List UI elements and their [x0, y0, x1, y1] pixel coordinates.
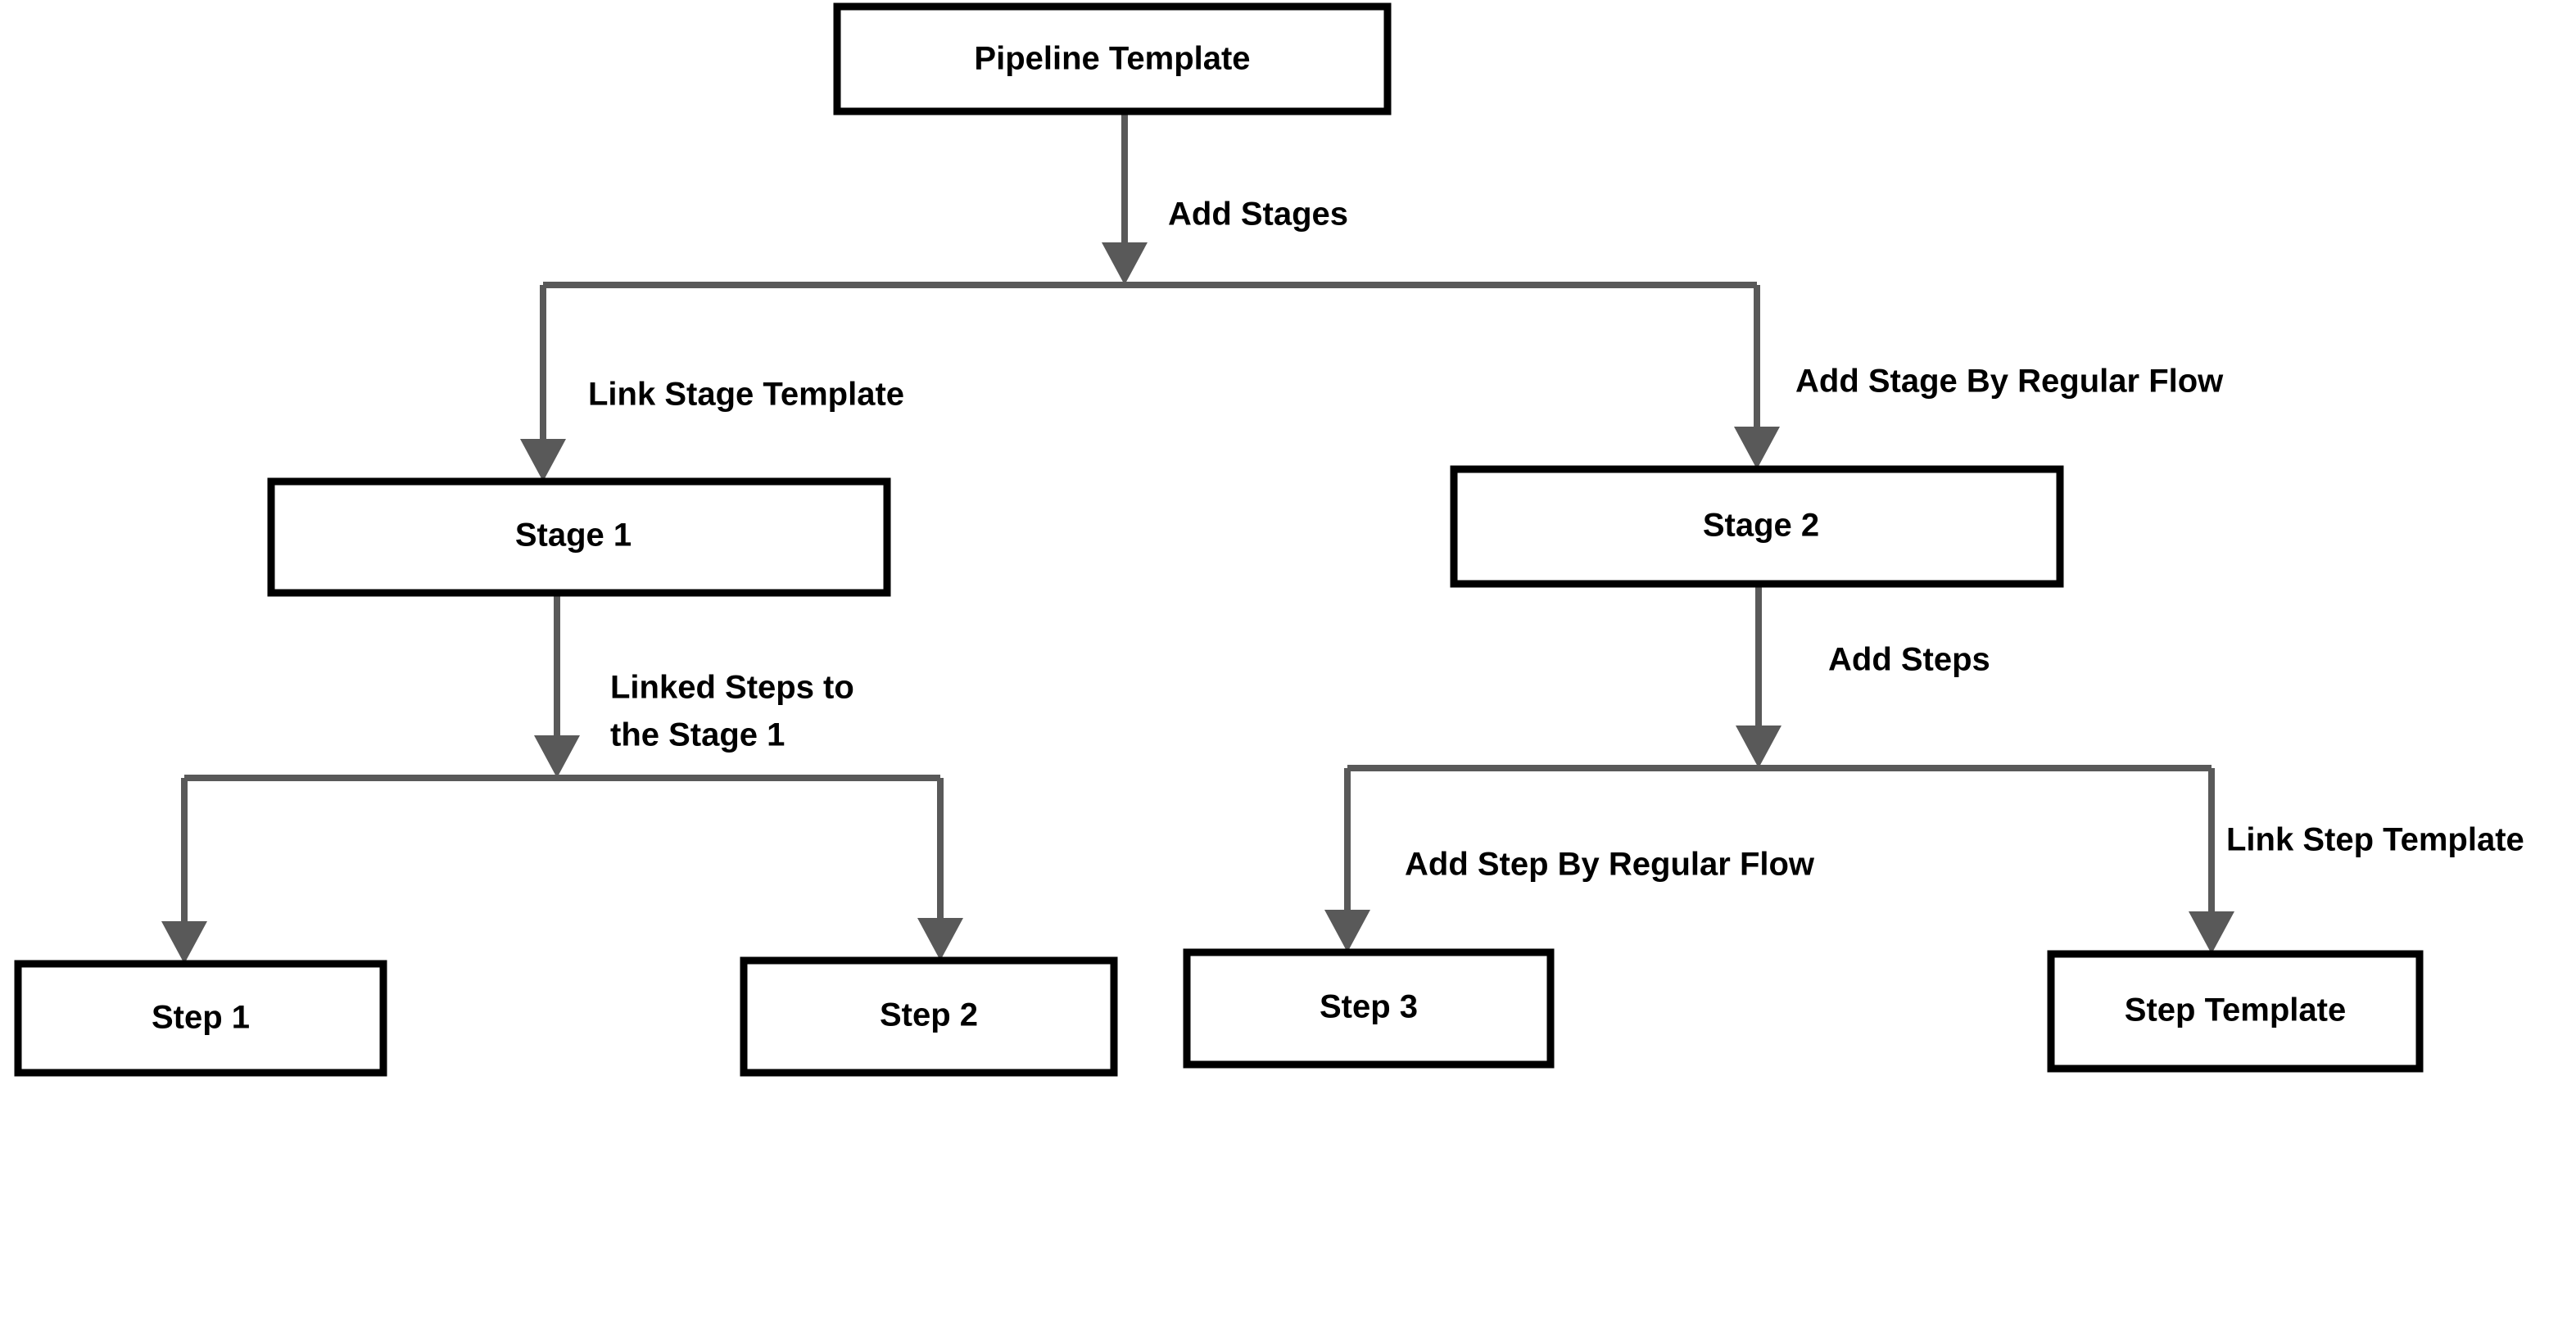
edge-linked-steps-to-stage-1	[534, 594, 580, 778]
edge-add-stage-by-regular-flow-arrowhead	[1734, 427, 1780, 469]
edge-step-1	[161, 778, 207, 964]
edge-label-link-stage-template: Link Stage Template	[588, 377, 904, 413]
node-step-2-label: Step 2	[880, 997, 978, 1033]
node-stage-2-box[interactable]	[1450, 465, 2064, 588]
edge-label-link-step-template: Link Step Template	[2226, 822, 2524, 858]
edge-link-stage-template-arrowhead	[520, 439, 566, 481]
edge-step-2	[917, 778, 963, 961]
node-stage-1[interactable]: Stage 1	[267, 477, 891, 597]
edge-label-add-stage-by-regular-flow: Add Stage By Regular Flow	[1795, 364, 2224, 400]
node-pipeline-template-label: Pipeline Template	[974, 41, 1250, 77]
edge-label-linked-steps-line-1: Linked Steps to	[610, 670, 854, 706]
node-stage-2-label: Stage 2	[1703, 508, 1819, 544]
edge-label-add-stages: Add Stages	[1168, 197, 1348, 233]
edge-label-linked-steps-line-2: the Stage 1	[610, 717, 785, 753]
node-step-3-box[interactable]	[1183, 948, 1555, 1069]
node-pipeline-template-box[interactable]	[833, 2, 1392, 115]
edge-add-steps	[1736, 584, 1781, 768]
edge-step-2-arrowhead	[917, 918, 963, 961]
node-step-1-label: Step 1	[152, 1000, 250, 1036]
node-step-1[interactable]: Step 1	[14, 960, 387, 1077]
node-step-3-label: Step 3	[1320, 989, 1418, 1025]
node-pipeline-template[interactable]: Pipeline Template	[833, 2, 1392, 115]
edge-add-stages	[1102, 112, 1148, 285]
edge-label-add-step-by-regular-flow: Add Step By Regular Flow	[1405, 847, 1815, 883]
node-step-2-box[interactable]	[740, 956, 1118, 1077]
node-step-template-box[interactable]	[2047, 950, 2424, 1073]
node-stage-2[interactable]: Stage 2	[1450, 465, 2064, 588]
edge-label-add-steps: Add Steps	[1828, 642, 1990, 678]
node-step-1-box[interactable]	[14, 960, 387, 1077]
edge-link-step-template-arrowhead	[2189, 911, 2234, 954]
edge-step-1-arrowhead	[161, 921, 207, 964]
edge-add-step-by-regular-flow	[1324, 768, 1370, 952]
edge-add-steps-arrowhead	[1736, 726, 1781, 768]
edge-link-step-template	[2189, 768, 2234, 954]
node-stage-1-box[interactable]	[267, 477, 891, 597]
node-step-template[interactable]: Step Template	[2047, 950, 2424, 1073]
edge-linked-steps-arrowhead	[534, 735, 580, 778]
edge-link-stage-template	[520, 285, 566, 481]
node-stage-1-label: Stage 1	[515, 518, 632, 554]
edge-add-step-by-regular-flow-arrowhead	[1324, 910, 1370, 952]
node-step-3[interactable]: Step 3	[1183, 948, 1555, 1069]
edge-add-stage-by-regular-flow	[1734, 285, 1780, 469]
node-step-template-label: Step Template	[2125, 992, 2346, 1028]
edge-add-stages-arrowhead	[1102, 242, 1148, 285]
node-step-2[interactable]: Step 2	[740, 956, 1118, 1077]
